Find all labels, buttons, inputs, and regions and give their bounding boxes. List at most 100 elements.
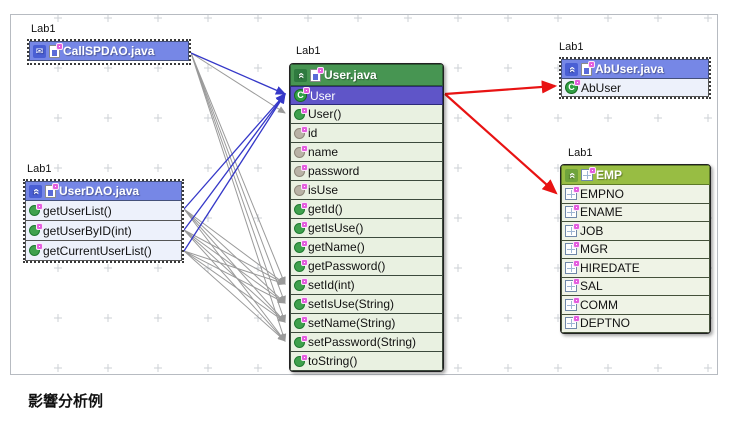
table-column-icon: [565, 241, 580, 256]
method-icon: [294, 220, 308, 234]
field-row-id[interactable]: id: [290, 124, 443, 143]
row-label: getId(): [308, 202, 343, 216]
method-row-getcurrentuserlist[interactable]: getCurrentUserList(): [25, 241, 182, 261]
row-label: User: [310, 88, 336, 103]
method-icon: [294, 334, 308, 348]
method-row-ctor[interactable]: User(): [290, 105, 443, 124]
row-label: MGR: [580, 242, 608, 257]
row-label: getIsUse(): [308, 221, 364, 235]
method-row-setid[interactable]: setId(int): [290, 276, 443, 295]
method-row-getpassword[interactable]: getPassword(): [290, 257, 443, 276]
edge-callspdao-to-setIsUse: [190, 52, 286, 304]
class-row-user-selected[interactable]: C User: [290, 86, 443, 105]
callspdao-area-label: Lab1: [31, 23, 56, 35]
field-row-name[interactable]: name: [290, 143, 443, 162]
java-file-icon: [310, 66, 324, 82]
chevron-up-icon: «: [294, 68, 307, 82]
edge-getCurrentUserList-to-setId: [183, 250, 286, 286]
method-icon: [294, 258, 308, 272]
table-column-icon: [565, 315, 580, 330]
node-user[interactable]: « User.java C User User() id: [289, 63, 444, 372]
field-row-isuse[interactable]: isUse: [290, 181, 443, 200]
edge-getUserByID-to-setIsUse: [183, 229, 286, 304]
row-label: ENAME: [580, 205, 623, 220]
method-row-setisuse[interactable]: setIsUse(String): [290, 295, 443, 314]
method-row-setname[interactable]: setName(String): [290, 314, 443, 333]
method-icon: [294, 239, 308, 253]
java-file-icon: [581, 60, 595, 76]
node-abuser[interactable]: « AbUser.java C AbUser: [559, 57, 711, 99]
node-title: EMP: [596, 168, 623, 182]
method-icon: [294, 201, 308, 215]
diagram-canvas[interactable]: Lab1 ✉ CallSPDAO.java Lab1 « UserDAO.jav…: [10, 14, 718, 375]
edge-callspdao-to-setId: [190, 52, 286, 285]
column-row-comm[interactable]: COMM: [561, 296, 710, 315]
row-label: JOB: [580, 223, 604, 238]
field-row-password[interactable]: password: [290, 162, 443, 181]
method-row-getuserlist[interactable]: getUserList(): [25, 201, 182, 221]
method-row-getuserbyid[interactable]: getUserByID(int): [25, 221, 182, 241]
column-row-mgr[interactable]: MGR: [561, 240, 710, 259]
edge-getUserByID-to-user_User: [183, 92, 286, 231]
column-row-job[interactable]: JOB: [561, 222, 710, 241]
node-title: User.java: [324, 68, 377, 82]
node-title: CallSPDAO.java: [63, 44, 155, 58]
row-label: AbUser: [581, 80, 622, 95]
field-icon: [294, 144, 308, 158]
column-row-empno[interactable]: EMPNO: [561, 185, 710, 204]
method-row-tostring[interactable]: toString(): [290, 352, 443, 371]
row-label: EMPNO: [580, 186, 625, 201]
node-userdao[interactable]: « UserDAO.java getUserList() getUserByID…: [23, 179, 184, 263]
field-icon: [294, 182, 308, 196]
edge-getUserList-to-setId: [183, 208, 286, 285]
edge-getCurrentUserList-to-setPassword: [183, 250, 286, 342]
node-title: UserDAO.java: [59, 184, 140, 198]
node-emp[interactable]: « EMP EMPNO ENAME JOB: [560, 164, 711, 334]
method-icon: [294, 296, 308, 310]
chevron-up-icon: «: [565, 62, 578, 76]
edge-getCurrentUserList-to-setName: [183, 250, 286, 323]
edge-getUserByID-to-setId: [183, 229, 286, 285]
edge-user_out-to-emp_EMPNO: [444, 93, 558, 195]
table-column-icon: [565, 185, 580, 200]
method-icon: [294, 277, 308, 291]
table-column-icon: [565, 204, 580, 219]
column-row-sal[interactable]: SAL: [561, 277, 710, 296]
method-row-getisuse[interactable]: getIsUse(): [290, 219, 443, 238]
node-callspdao[interactable]: ✉ CallSPDAO.java: [27, 39, 191, 65]
edge-callspdao-to-user_ctor: [190, 52, 286, 114]
row-label: HIREDATE: [580, 260, 640, 275]
java-file-icon: [45, 182, 59, 198]
node-title: AbUser.java: [595, 62, 664, 76]
column-row-ename[interactable]: ENAME: [561, 203, 710, 222]
method-row-getname[interactable]: getName(): [290, 238, 443, 257]
column-row-hiredate[interactable]: HIREDATE: [561, 259, 710, 278]
field-icon: [294, 163, 308, 177]
edge-getUserByID-to-setPassword: [183, 229, 286, 342]
column-row-deptno[interactable]: DEPTNO: [561, 314, 710, 333]
row-label: COMM: [580, 297, 618, 312]
edge-getUserList-to-setPassword: [183, 208, 286, 342]
row-label: DEPTNO: [580, 316, 631, 331]
table-column-icon: [565, 259, 580, 274]
row-label: SAL: [580, 279, 603, 294]
class-icon: C: [294, 87, 310, 102]
edge-getUserByID-to-setName: [183, 229, 286, 323]
row-label: setIsUse(String): [308, 297, 395, 311]
class-row-abuser[interactable]: C AbUser: [561, 79, 709, 97]
method-icon: [29, 203, 43, 216]
row-label: getUserList(): [43, 203, 112, 218]
row-label: getPassword(): [308, 259, 386, 273]
row-label: setName(String): [308, 316, 396, 330]
method-row-setpassword[interactable]: setPassword(String): [290, 333, 443, 352]
chevron-up-icon: «: [29, 184, 42, 198]
method-row-getid[interactable]: getId(): [290, 200, 443, 219]
abuser-area-label: Lab1: [559, 41, 584, 53]
table-column-icon: [565, 278, 580, 293]
edge-getUserList-to-setName: [183, 208, 286, 323]
row-label: User(): [308, 107, 342, 121]
row-label: getUserByID(int): [43, 223, 132, 238]
emp-area-label: Lab1: [568, 147, 593, 159]
table-column-icon: [565, 296, 580, 311]
